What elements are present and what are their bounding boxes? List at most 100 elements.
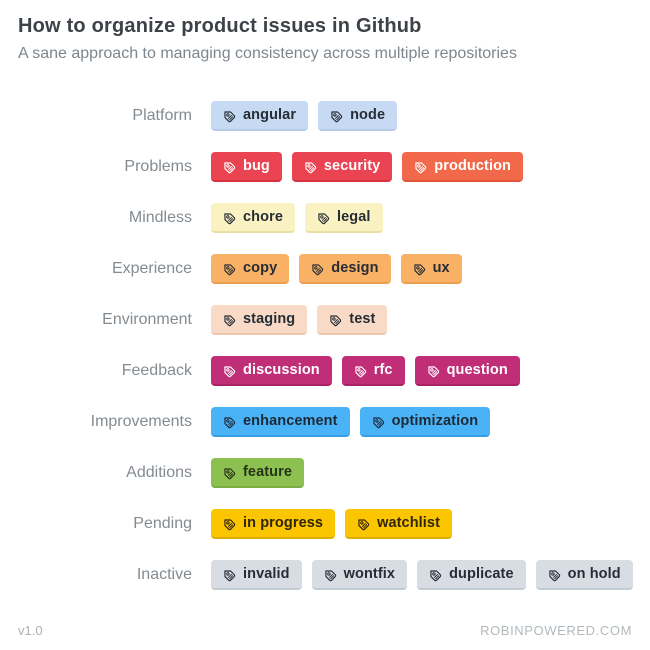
tag-icon — [425, 363, 440, 378]
issue-label-tag: invalid — [211, 560, 302, 590]
tag-icon — [546, 567, 561, 582]
tag-label: optimization — [391, 413, 479, 429]
page-title: How to organize product issues in Github — [18, 15, 422, 37]
issue-label-tag: chore — [211, 203, 295, 233]
tag-icon — [221, 159, 236, 174]
tag-list: chore legal — [211, 203, 383, 233]
tag-label: wontfix — [343, 566, 396, 582]
issue-label-tag: production — [402, 152, 524, 182]
category-label: Feedback — [121, 362, 192, 379]
tag-list: bug security production — [211, 152, 524, 182]
tag-label: watchlist — [377, 515, 441, 531]
tag-label: discussion — [243, 362, 320, 378]
category-label: Improvements — [90, 413, 192, 430]
issue-label-tag: wontfix — [311, 560, 408, 590]
tag-label: chore — [243, 209, 283, 225]
tag-label: legal — [337, 209, 371, 225]
issue-label-tag: bug — [211, 152, 282, 182]
tag-list: staging test — [211, 305, 388, 335]
issue-label-tag: feature — [211, 458, 305, 488]
tag-icon — [221, 414, 236, 429]
tag-icon — [302, 159, 317, 174]
issue-label-tag: enhancement — [211, 407, 350, 437]
tag-icon — [322, 567, 337, 582]
tag-label: production — [434, 158, 512, 174]
issue-label-tag: ux — [400, 254, 462, 284]
category-row: Feedback discussion rfc question — [18, 356, 632, 386]
footer: v1.0 ROBINPOWERED.COM — [18, 623, 632, 638]
tag-label: duplicate — [449, 566, 514, 582]
issue-label-tag: test — [317, 305, 388, 335]
header: How to organize product issues in Github… — [18, 0, 632, 65]
tag-list: feature — [211, 458, 305, 488]
tag-icon — [355, 516, 370, 531]
tag-label: node — [350, 107, 386, 123]
tag-icon — [221, 363, 236, 378]
tag-icon — [221, 516, 236, 531]
category-label: Experience — [111, 260, 192, 277]
tag-label: enhancement — [243, 413, 338, 429]
category-row: Platform angular node — [18, 101, 632, 131]
tag-icon — [327, 312, 342, 327]
issue-label-tag: watchlist — [345, 509, 453, 539]
tag-icon — [315, 210, 330, 225]
tag-list: discussion rfc question — [211, 356, 520, 386]
tag-list: angular node — [211, 101, 398, 131]
tag-icon — [412, 159, 427, 174]
category-row: Mindless chore legal — [18, 203, 632, 233]
category-label: Problems — [124, 158, 192, 175]
issue-label-tag: in progress — [211, 509, 336, 539]
issue-label-tag: copy — [211, 254, 290, 284]
category-label: Platform — [132, 107, 192, 124]
tag-list: copy design ux — [211, 254, 462, 284]
category-row: Pending in progress watchlist — [18, 509, 632, 539]
page-subtitle: A sane approach to managing consistency … — [18, 45, 517, 62]
site-url-text: ROBINPOWERED.COM — [480, 623, 632, 638]
tag-icon — [221, 567, 236, 582]
tag-list: enhancement optimization — [211, 407, 491, 437]
tag-icon — [427, 567, 442, 582]
tag-label: angular — [243, 107, 297, 123]
category-label: Inactive — [136, 566, 192, 583]
tag-icon — [221, 465, 236, 480]
issue-label-tag: on hold — [535, 560, 633, 590]
issue-label-tag: design — [299, 254, 391, 284]
tag-label: ux — [432, 260, 450, 276]
tag-icon — [221, 312, 236, 327]
issue-label-tag: optimization — [359, 407, 491, 437]
issue-label-tag: discussion — [211, 356, 332, 386]
tag-label: design — [331, 260, 379, 276]
tag-icon — [370, 414, 385, 429]
category-row: Additions feature — [18, 458, 632, 488]
category-row: Problems bug security production — [18, 152, 632, 182]
tag-label: feature — [243, 464, 293, 480]
category-row: Environment staging test — [18, 305, 632, 335]
tag-icon — [352, 363, 367, 378]
issue-label-tag: duplicate — [417, 560, 526, 590]
version-text: v1.0 — [18, 623, 43, 638]
issue-label-tag: angular — [211, 101, 309, 131]
issue-label-tag: security — [291, 152, 393, 182]
issue-label-tag: legal — [305, 203, 383, 233]
tag-icon — [309, 261, 324, 276]
category-label: Pending — [133, 515, 192, 532]
issue-label-tag: question — [414, 356, 520, 386]
tag-label: bug — [243, 158, 270, 174]
category-label: Additions — [126, 464, 192, 481]
category-label: Environment — [102, 311, 192, 328]
tag-label: copy — [243, 260, 278, 276]
tag-label: rfc — [373, 362, 393, 378]
tag-icon — [328, 108, 343, 123]
category-row: Inactive invalid wontfix duplicate on hold — [18, 560, 633, 590]
tag-label: on hold — [567, 566, 621, 582]
tag-label: in progress — [243, 515, 324, 531]
tag-icon — [411, 261, 426, 276]
tag-list: invalid wontfix duplicate on hold — [211, 560, 633, 590]
tag-label: security — [323, 158, 381, 174]
issue-label-tag: staging — [211, 305, 308, 335]
category-row: Improvements enhancement optimization — [18, 407, 632, 437]
tag-icon — [221, 261, 236, 276]
category-label: Mindless — [128, 209, 192, 226]
